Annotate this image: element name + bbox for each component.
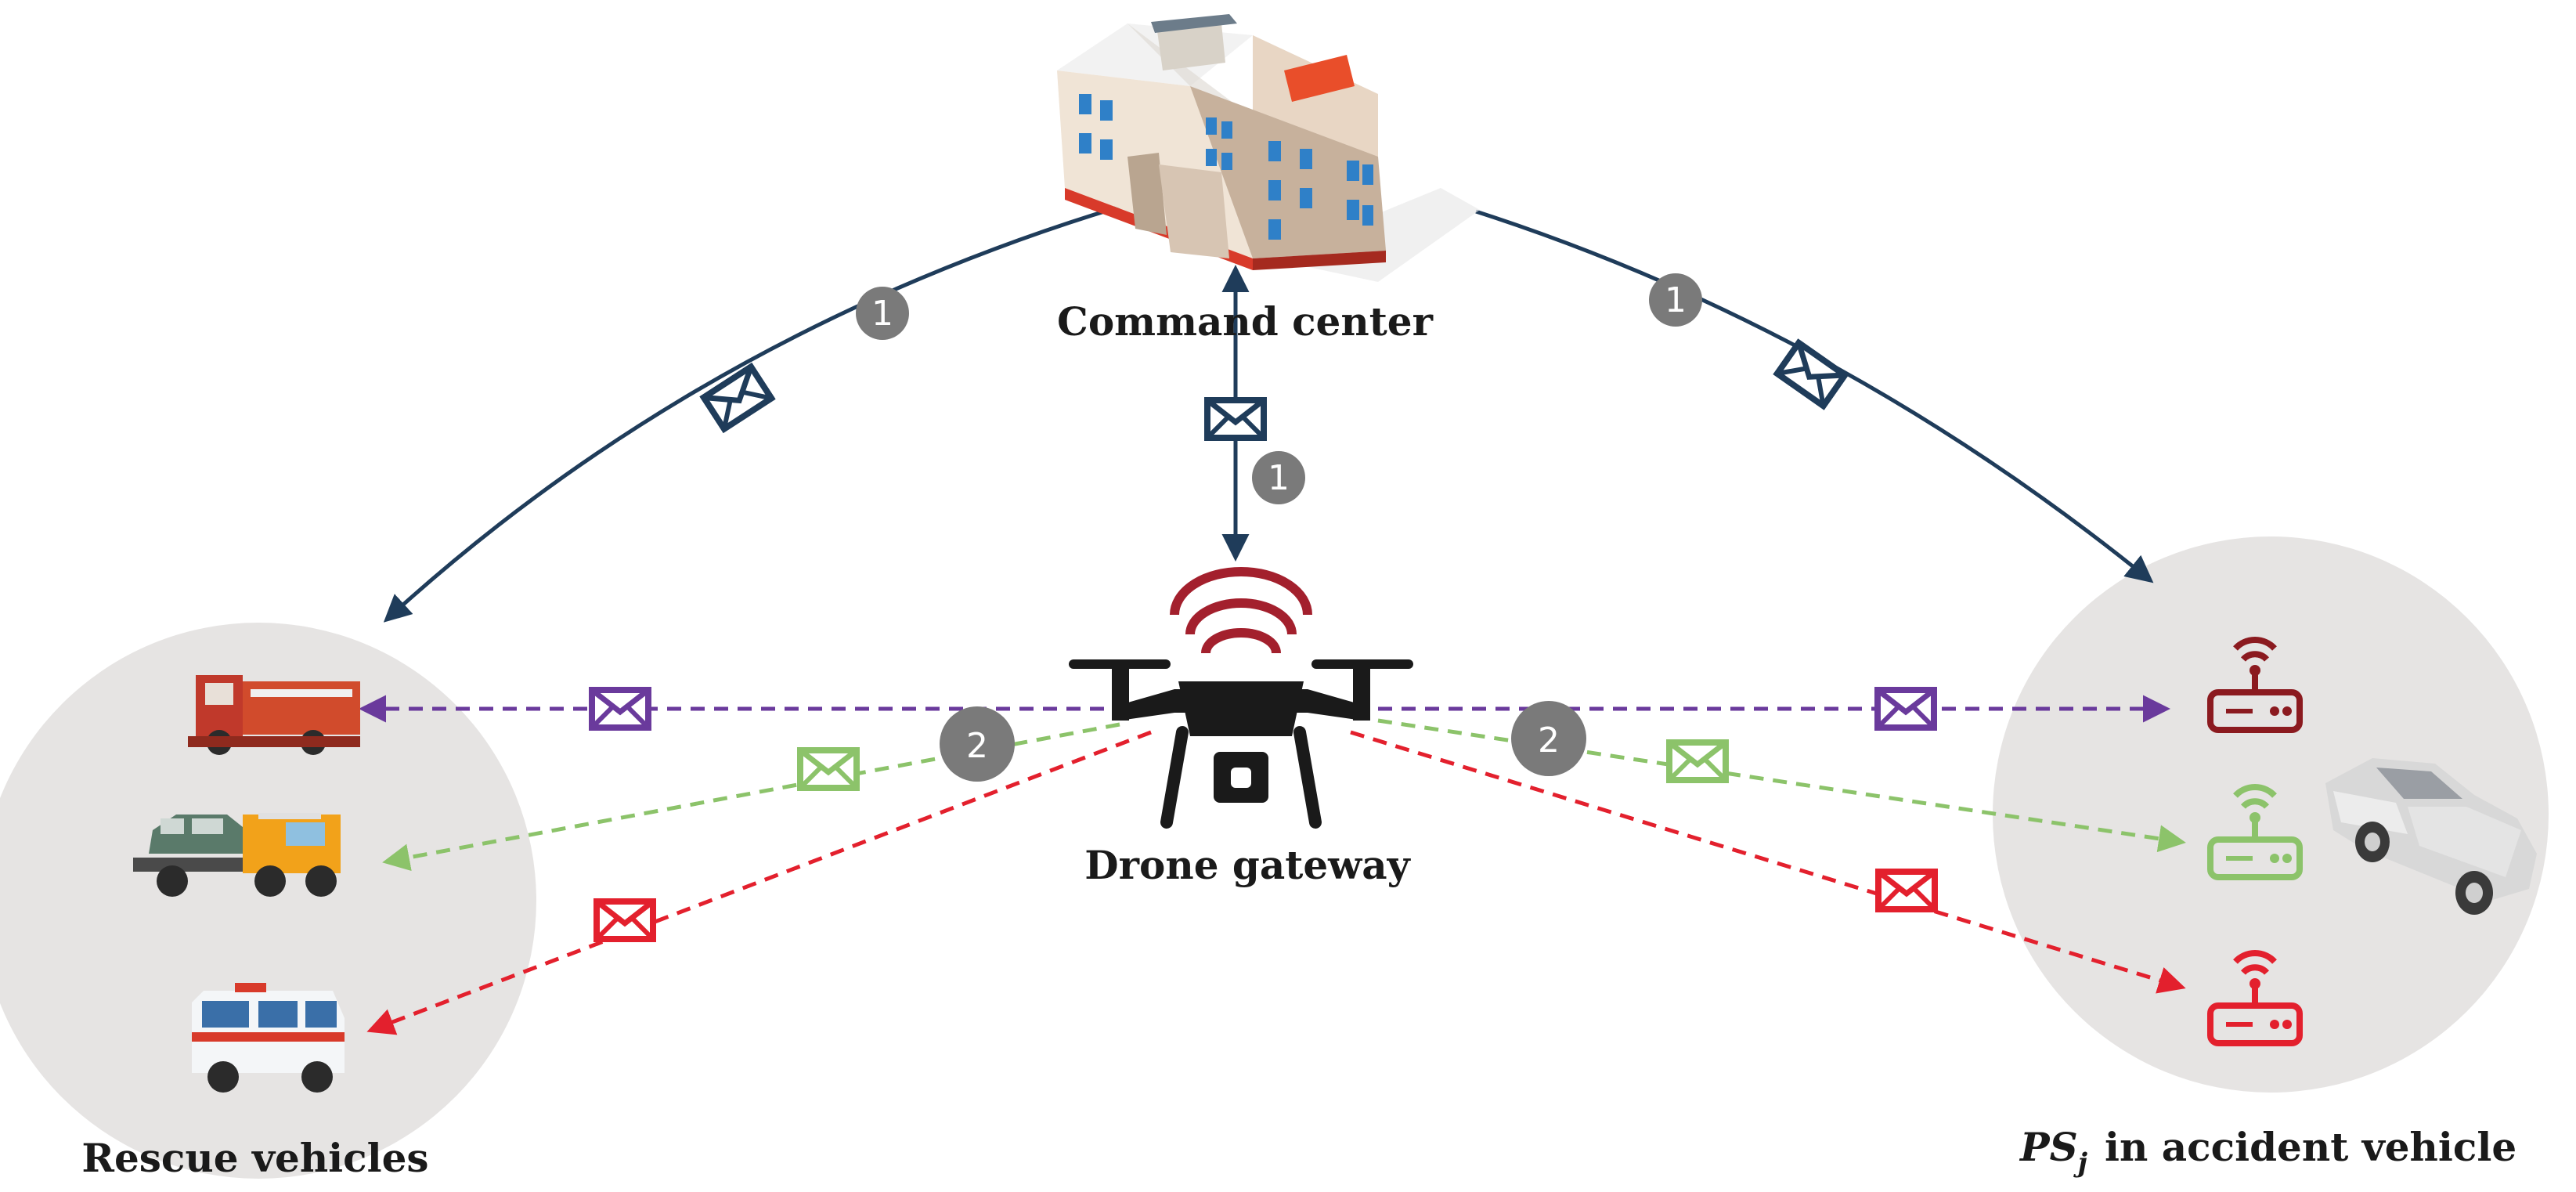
ps-symbol: PS	[2019, 1124, 2078, 1170]
envelope-icon	[1777, 343, 1845, 406]
step-badge-2: 2	[940, 706, 1015, 782]
envelope-icon	[800, 750, 857, 788]
link-center-to-rescue	[383, 200, 1136, 623]
tow-truck-icon	[133, 813, 341, 897]
envelope-icon	[1878, 690, 1934, 728]
step-badge-1: 1	[1649, 273, 1702, 327]
envelope-icon	[1878, 872, 1935, 909]
link-drone-device-red	[1350, 730, 2186, 994]
rescue-vehicles-label: Rescue vehicles	[81, 1135, 428, 1181]
drone-gateway-label: Drone gateway	[1084, 842, 1411, 888]
svg-text:1: 1	[1665, 280, 1687, 320]
envelope-icon	[1207, 400, 1264, 438]
link-drone-ambulance	[366, 730, 1152, 1035]
svg-text:1: 1	[871, 294, 893, 334]
envelope-icon	[592, 690, 648, 728]
command-center-label: Command center	[1057, 298, 1434, 345]
drone-icon	[1069, 567, 1413, 829]
svg-text:1: 1	[1268, 458, 1290, 498]
envelope-icon	[1669, 742, 1726, 780]
fire-truck-icon	[188, 675, 360, 755]
svg-text:2: 2	[966, 726, 988, 766]
step-badge-1: 1	[856, 287, 909, 340]
envelope-icon	[704, 367, 772, 428]
link-drone-device-green	[1377, 718, 2186, 853]
accident-vehicle-zone	[1993, 536, 2549, 1093]
envelope-icon	[597, 901, 653, 939]
step-badge-2: 2	[1511, 701, 1586, 776]
command-center-building-icon	[1057, 14, 1480, 282]
ambulance-icon	[192, 983, 345, 1093]
accident-car-icon	[2325, 758, 2537, 915]
step-badge-1: 1	[1252, 451, 1305, 504]
svg-text:2: 2	[1538, 721, 1560, 760]
rescue-vehicles-zone	[0, 623, 536, 1179]
accident-vehicle-text: in accident vehicle	[2105, 1124, 2516, 1170]
